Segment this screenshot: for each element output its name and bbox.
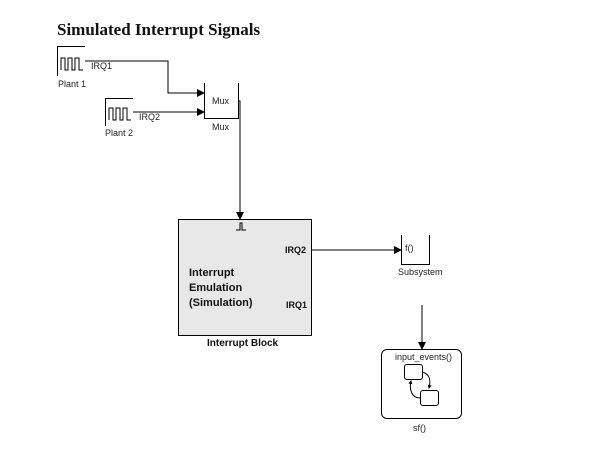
plant2-port-label: IRQ2 [139,112,161,122]
port-irq2: IRQ2 [285,245,307,255]
subsystem-inner-label: f() [405,243,414,253]
port-irq1: IRQ1 [286,300,308,310]
trigger-icon [236,222,246,231]
mux-name: Mux [212,122,230,132]
chart-port-label: input_events() [395,352,453,362]
interrupt-block-name: Interrupt Block [207,338,279,349]
plant1-block[interactable] [57,46,85,76]
plant2-name: Plant 2 [105,128,134,138]
interrupt-block-line: Emulation [189,282,243,294]
plant1-name: Plant 1 [58,79,87,89]
state-box [420,390,439,406]
plant1-port-label: IRQ1 [91,61,113,71]
mux-block[interactable]: Mux [204,83,239,119]
pulse-generator-icon [60,57,83,71]
interrupt-block-description: Interrupt Emulation (Simulation) [189,266,253,311]
interrupt-block-line: (Simulation) [189,297,253,309]
page-title: Simulated Interrupt Signals [57,20,261,39]
stateflow-name: sf() [413,423,426,433]
subsystem-block[interactable]: f() [401,235,430,265]
interrupt-block-line: Interrupt [189,267,235,279]
mux-inner-label: Mux [212,96,230,106]
plant2-block[interactable] [105,98,133,126]
transition-arrows-icon [408,371,432,399]
stateflow-chart-block[interactable]: input_events() [381,349,462,419]
interrupt-block[interactable]: Interrupt Emulation (Simulation) IRQ2 IR… [178,219,312,336]
subsystem-name: Subsystem [398,267,443,277]
wire-plant1-to-mux [85,60,205,97]
pulse-generator-icon [108,107,131,121]
